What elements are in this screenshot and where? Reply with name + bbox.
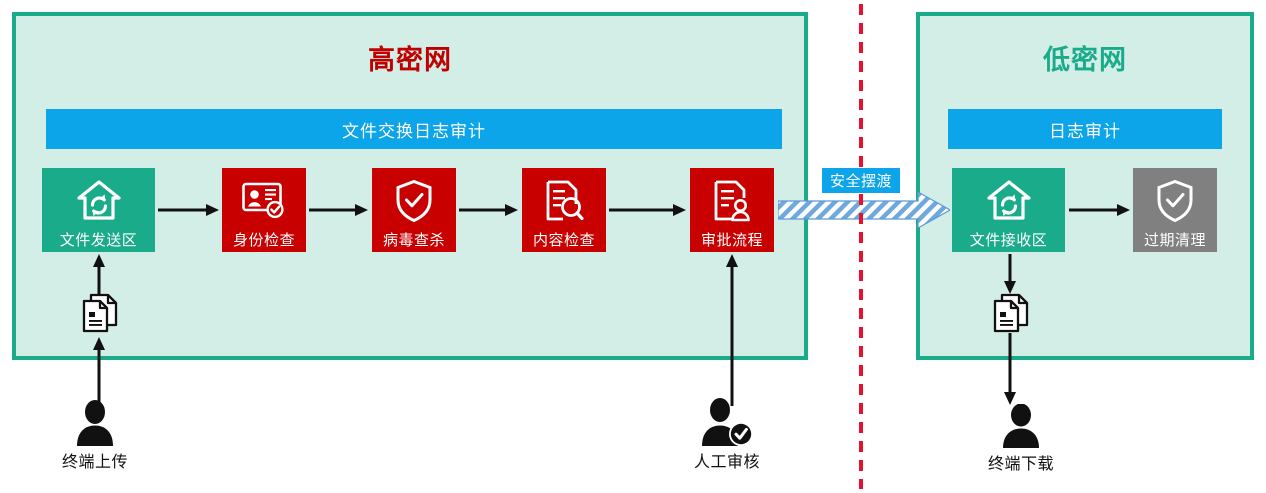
zone-high-title: 高密网 (368, 45, 452, 76)
audit-bar-high: 文件交换日志审计 (46, 109, 782, 149)
document-person-icon (690, 168, 774, 233)
red-dashed-divider-icon (859, 4, 863, 489)
house-sync-icon (42, 168, 155, 233)
node-virus-scan[interactable]: 病毒查杀 (372, 168, 456, 252)
node-label: 病毒查杀 (382, 231, 445, 249)
node-label: 内容检查 (532, 231, 595, 249)
zone-low-title: 低密网 (1043, 45, 1127, 76)
shield-check-icon (372, 168, 456, 233)
ferry-label: 安全摆渡 (822, 168, 900, 193)
node-file-receive-zone[interactable]: 文件接收区 (952, 168, 1065, 252)
node-label: 文件接收区 (969, 231, 1048, 249)
striped-block-arrow-icon (777, 190, 952, 230)
node-approval-flow[interactable]: 审批流程 (690, 168, 774, 252)
arrow-send-to-identity (158, 203, 220, 217)
node-label: 审批流程 (700, 231, 763, 249)
actor-label: 终端下载 (988, 454, 1055, 473)
document-stack-icon (989, 291, 1035, 335)
audit-bar-low: 日志审计 (948, 109, 1222, 149)
actor-label: 终端上传 (62, 452, 129, 471)
arrow-send-zone-down (92, 254, 106, 294)
id-card-check-icon (222, 168, 306, 233)
arrow-receive-zone-down (1003, 254, 1017, 294)
arrow-download-actor-down (1003, 333, 1017, 405)
arrow-content-to-approval (609, 203, 687, 217)
node-label: 身份检查 (232, 231, 295, 249)
arrow-receive-to-cleanup (1069, 203, 1131, 217)
node-label: 过期清理 (1143, 231, 1206, 249)
arrow-virus-to-content (459, 203, 519, 217)
node-expired-cleanup[interactable]: 过期清理 (1133, 168, 1217, 252)
actor-terminal-download: 终端下载 (988, 404, 1054, 474)
node-label: 文件发送区 (59, 231, 138, 249)
arrow-approval-down (725, 254, 739, 406)
node-identity-check[interactable]: 身份检查 (222, 168, 306, 252)
shield-check-icon (1133, 168, 1217, 233)
actor-terminal-upload: 终端上传 (62, 400, 128, 472)
node-content-check[interactable]: 内容检查 (522, 168, 606, 252)
arrow-identity-to-virus (309, 203, 369, 217)
actor-manual-review: 人工审核 (694, 398, 760, 472)
actor-label: 人工审核 (694, 452, 761, 471)
document-search-icon (522, 168, 606, 233)
house-sync-icon (952, 168, 1065, 233)
arrow-upload-actor-up (92, 337, 106, 405)
document-stack-icon (78, 291, 124, 335)
node-file-send-zone[interactable]: 文件发送区 (42, 168, 155, 252)
